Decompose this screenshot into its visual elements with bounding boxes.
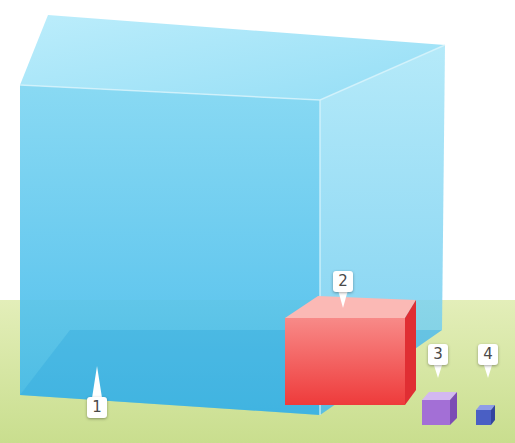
callout-text: 3 [433,345,443,363]
callout-number: 4 [478,344,498,365]
callout-text: 2 [338,272,348,290]
tiny-cube [476,405,495,425]
small-cube [422,392,457,425]
callout-number: 2 [333,271,353,292]
callout-number: 1 [87,397,107,418]
callout-text: 4 [483,345,493,363]
callout-pointer [92,290,493,398]
callout-text: 1 [92,398,102,416]
callout-number: 3 [428,344,448,365]
large-cube [20,15,445,415]
medium-cube [285,296,416,405]
